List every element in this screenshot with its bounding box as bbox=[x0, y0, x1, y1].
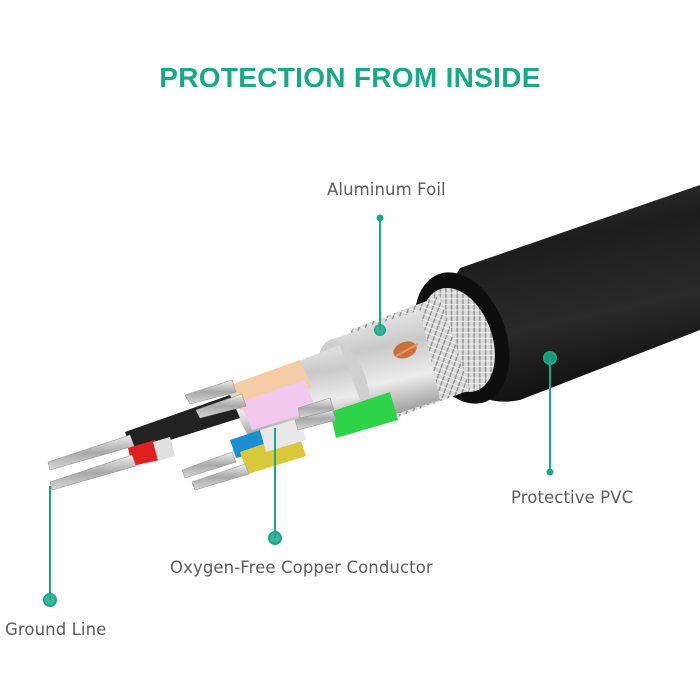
callout-lines bbox=[43, 214, 557, 607]
wire-red bbox=[128, 440, 160, 466]
stranded-conductors bbox=[47, 379, 337, 491]
callout-label-protective-pvc: Protective PVC bbox=[511, 488, 634, 507]
callout-label-ground-line: Ground Line bbox=[5, 620, 107, 639]
callout-label-oxygen-free-copper-conductor: Oxygen-Free Copper Conductor bbox=[170, 558, 433, 577]
wire-peach bbox=[230, 360, 312, 410]
wire-pink bbox=[240, 380, 316, 430]
page-title: PROTECTION FROM INSIDE bbox=[159, 62, 541, 93]
wire-green bbox=[330, 392, 398, 438]
callout-label-aluminum-foil: Aluminum Foil bbox=[327, 180, 446, 199]
